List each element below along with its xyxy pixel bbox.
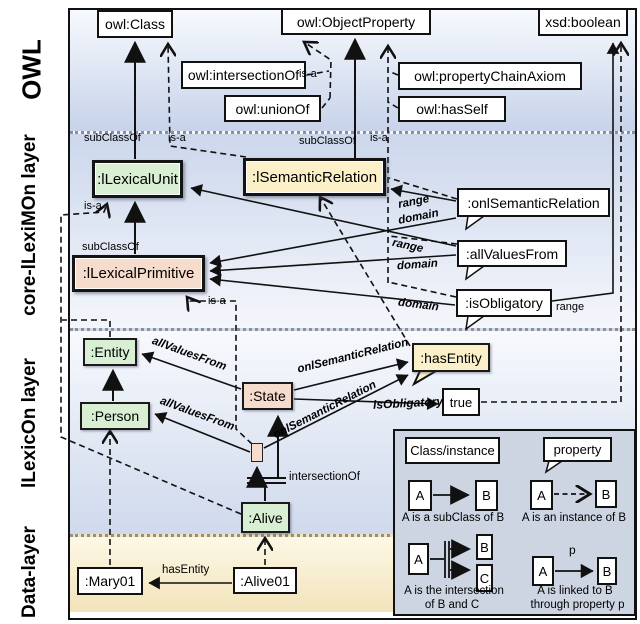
legend-a-box: A <box>530 480 553 510</box>
edge-label-intersectionof: intersectionOf <box>289 471 360 483</box>
legend-b-box: B <box>476 534 493 560</box>
node-onlsemanticrelation: :onlSemanticRelation <box>457 188 610 217</box>
edge-label-subclassof: subClassOf <box>299 135 356 147</box>
node-llexicalprimitive: :lLexicalPrimitive <box>72 255 205 292</box>
legend-a-box: A <box>532 556 554 586</box>
edge-label-range: range <box>556 301 585 313</box>
node-owl-objectproperty: owl:ObjectProperty <box>281 8 431 35</box>
legend-intersection-caption: of B and C <box>424 599 480 611</box>
node-owl-class: owl:Class <box>97 10 173 38</box>
edge-label-isa: is-a <box>168 132 186 144</box>
legend-class-instance-box: Class/instance <box>405 437 500 464</box>
node-alive01: :Alive01 <box>233 567 297 594</box>
node-person: :Person <box>80 402 150 430</box>
node-owl-unionof: owl:unionOf <box>224 95 321 122</box>
node-xsd-boolean: xsd:boolean <box>538 8 628 36</box>
node-true: true <box>442 388 480 416</box>
legend-b-box: B <box>595 480 617 508</box>
edge-label-subclassof: subClassOf <box>82 241 139 253</box>
legend-intersection-caption: A is the intersection <box>404 585 504 597</box>
node-owl-propertychainaxiom: owl:propertyChainAxiom <box>398 62 582 90</box>
legend-p-label: p <box>569 543 576 557</box>
legend-b-box: B <box>597 557 617 585</box>
legend-c-box: C <box>476 564 493 592</box>
legend-instance-caption: A is an instance of B <box>521 512 627 524</box>
legend-subclass-caption: A is a subClass of B <box>401 512 505 524</box>
edge-label-isa: is-a <box>299 68 317 80</box>
node-isobligatory: :isObligatory <box>456 289 552 317</box>
edge-label-hasentity: hasEntity <box>162 564 210 576</box>
node-owl-hasself: owl:hasSelf <box>398 96 506 122</box>
legend-linked-caption: A is linked to B <box>537 585 613 597</box>
node-allvaluesfrom: :allValuesFrom <box>457 240 567 267</box>
node-alive: :Alive <box>241 502 290 533</box>
node-owl-intersectionof: owl:intersectionOf <box>181 61 306 89</box>
node-llexicalunit: :lLexicalUnit <box>92 160 183 198</box>
legend-b-box: B <box>475 480 498 511</box>
node-hasentity: :hasEntity <box>412 343 490 372</box>
node-mary01: :Mary01 <box>77 567 143 595</box>
legend-property-box: property <box>543 437 612 462</box>
legend-linked-caption: through property p <box>530 599 625 611</box>
node-state: :State <box>242 382 293 410</box>
node-entity: :Entity <box>83 338 137 366</box>
edge-label-isa: is-a <box>370 132 388 144</box>
node-lsemanticrelation: :lSemanticRelation <box>243 158 386 196</box>
edge-label-subclassof: subClassOf <box>84 132 141 144</box>
edge-label-isa: is-a <box>84 200 102 212</box>
legend-a-box: A <box>408 543 429 575</box>
legend-a-box: A <box>408 480 432 511</box>
edge-label-isa: is-a <box>208 295 226 307</box>
node-anonymous-restriction <box>251 443 263 462</box>
